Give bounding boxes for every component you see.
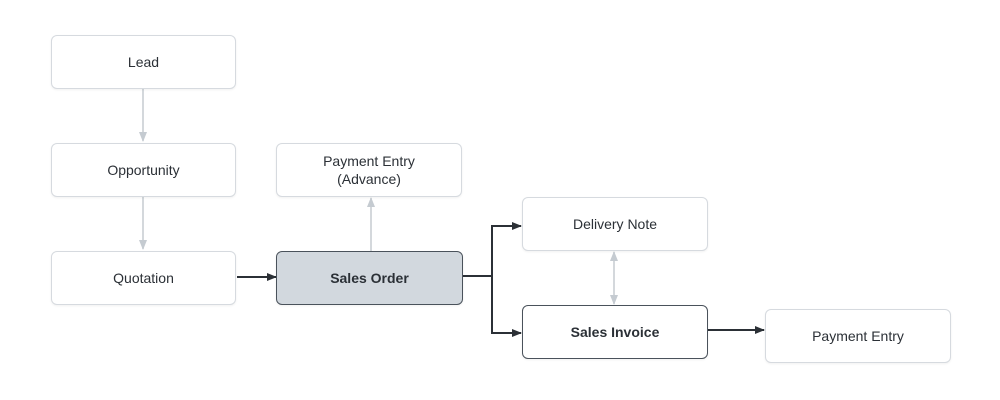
arrow-sales-order-to-delivery-note [463, 222, 522, 277]
arrow-sales-order-to-sales-invoice [491, 276, 522, 337]
node-payment-entry-advance-label-line2: (Advance) [337, 171, 401, 187]
node-sales-order[interactable]: Sales Order [276, 251, 463, 305]
node-payment-entry-label: Payment Entry [812, 328, 904, 344]
node-sales-order-label: Sales Order [330, 270, 409, 286]
node-sales-invoice-label: Sales Invoice [570, 324, 660, 340]
node-opportunity-label: Opportunity [107, 162, 180, 178]
node-payment-entry[interactable]: Payment Entry [765, 309, 951, 363]
node-delivery-note[interactable]: Delivery Note [522, 197, 708, 251]
node-lead[interactable]: Lead [51, 35, 236, 89]
node-lead-label: Lead [127, 54, 160, 70]
node-sales-invoice[interactable]: Sales Invoice [522, 305, 708, 359]
node-payment-entry-advance-label-line1: Payment Entry [323, 153, 415, 169]
node-quotation-label: Quotation [113, 270, 174, 286]
node-opportunity[interactable]: Opportunity [51, 143, 236, 197]
node-quotation[interactable]: Quotation [51, 251, 236, 305]
node-delivery-note-label: Delivery Note [572, 216, 658, 232]
node-payment-entry-advance[interactable]: Payment Entry (Advance) [276, 143, 462, 197]
